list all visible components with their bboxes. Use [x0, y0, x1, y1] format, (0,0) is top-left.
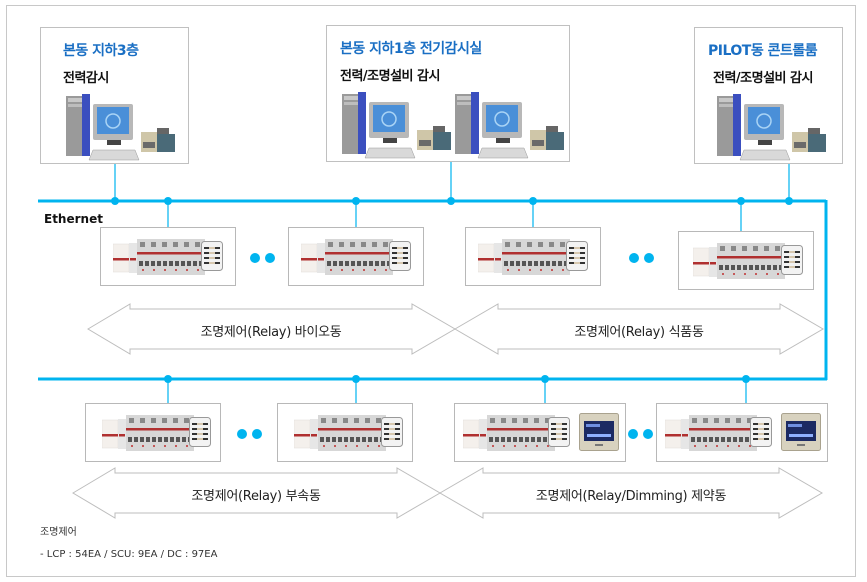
- computer-workstation-icon: [339, 92, 457, 160]
- more-panels-ellipsis: [250, 252, 280, 264]
- zone-label-bio: 조명제어(Relay) 바이오동: [200, 325, 342, 340]
- more-panels-ellipsis: [237, 428, 267, 440]
- zone-label-annex: 조명제어(Relay) 부속동: [191, 489, 321, 504]
- wall-switch-icon: [189, 417, 211, 447]
- notes-heading: 조명제어: [40, 527, 77, 538]
- lcp-panel-box: [85, 403, 221, 462]
- more-panels-ellipsis: [629, 252, 659, 264]
- workstation-subtitle: 전력/조명설비 감시: [713, 71, 813, 86]
- wall-switch-icon: [548, 417, 570, 447]
- workstation-title: PILOT동 콘트롤룸: [708, 43, 818, 59]
- lcp-panel-box: [465, 227, 601, 286]
- relay-panel-icon: [665, 415, 757, 451]
- wall-switch-icon: [201, 241, 223, 271]
- relay-panel-icon: [294, 415, 386, 451]
- relay-panel-icon: [478, 239, 570, 275]
- relay-panel-icon: [693, 243, 785, 279]
- zone-label-pharma: 조명제어(Relay/Dimming) 제약동: [535, 489, 727, 504]
- computer-workstation-icon: [452, 92, 570, 160]
- wall-switch-icon: [389, 241, 411, 271]
- workstation-subtitle: 전력감시: [63, 71, 109, 86]
- notes-detail: - LCP : 54EA / SCU: 9EA / DC : 97EA: [40, 549, 218, 560]
- relay-panel-icon: [463, 415, 555, 451]
- lcp-panel-box: [678, 231, 814, 290]
- more-panels-ellipsis: [628, 428, 658, 440]
- relay-panel-icon: [301, 239, 393, 275]
- computer-workstation-icon: [714, 94, 832, 162]
- relay-panel-icon: [113, 239, 205, 275]
- lcp-panel-box: [277, 403, 413, 462]
- wall-switch-icon: [750, 417, 772, 447]
- wall-switch-icon: [566, 241, 588, 271]
- touch-screen-icon: [781, 413, 821, 451]
- relay-panel-icon: [102, 415, 194, 451]
- workstation-box-b3: 본동 지하3층 전력감시: [40, 27, 189, 164]
- lcp-panel-box: [100, 227, 236, 286]
- workstation-title: 본동 지하3층: [63, 43, 139, 59]
- computer-workstation-icon: [63, 94, 181, 162]
- lcp-panel-box: [454, 403, 626, 462]
- workstation-box-b1: 본동 지하1층 전기감시실 전력/조명설비 감시: [326, 25, 570, 162]
- wall-switch-icon: [381, 417, 403, 447]
- touch-screen-icon: [579, 413, 619, 451]
- wall-switch-icon: [781, 245, 803, 275]
- zone-label-food: 조명제어(Relay) 식품동: [574, 325, 704, 340]
- workstation-title: 본동 지하1층 전기감시실: [340, 41, 482, 57]
- workstation-subtitle: 전력/조명설비 감시: [340, 69, 440, 84]
- lcp-panel-box: [288, 227, 424, 286]
- workstation-box-pilot: PILOT동 콘트롤룸 전력/조명설비 감시: [694, 27, 843, 164]
- ethernet-label: Ethernet: [44, 212, 103, 226]
- lcp-panel-box: [656, 403, 828, 462]
